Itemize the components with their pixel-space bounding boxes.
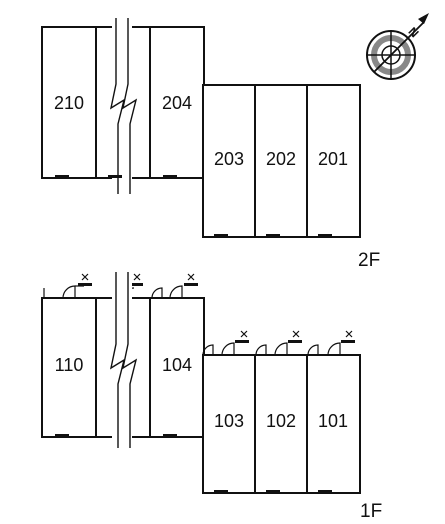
floor-2f: 210 204 203 202 201 2F bbox=[41, 18, 380, 271]
break-symbol bbox=[109, 18, 138, 194]
entrance-door-icon bbox=[62, 273, 92, 299]
floor-1f: 110 104 103 102 101 1F bbox=[41, 272, 382, 522]
room-label-203: 203 bbox=[214, 149, 244, 169]
unit-outline-103 bbox=[202, 354, 256, 494]
unit-outline-102 bbox=[254, 354, 308, 494]
room-label-110: 110 bbox=[55, 355, 84, 375]
unit-outline-101 bbox=[306, 354, 361, 494]
room-label-102: 102 bbox=[266, 411, 296, 431]
break-symbol bbox=[109, 272, 138, 448]
floor-label-2f: 2F bbox=[358, 250, 380, 271]
window-marks bbox=[55, 434, 332, 493]
room-label-204: 204 bbox=[162, 93, 192, 113]
room-label-202: 202 bbox=[266, 149, 296, 169]
room-label-210: 210 bbox=[54, 93, 84, 113]
entrance-door-icon bbox=[202, 330, 249, 356]
room-label-201: 201 bbox=[318, 149, 348, 169]
unit-outline-201 bbox=[306, 84, 361, 238]
entrance-door-icon bbox=[151, 273, 198, 299]
unit-outline-110 bbox=[41, 297, 97, 438]
room-label-101: 101 bbox=[318, 411, 348, 431]
unit-outline-202 bbox=[254, 84, 308, 238]
window-marks bbox=[55, 175, 332, 237]
unit-outline-210 bbox=[41, 26, 97, 179]
floor-label-1f: 1F bbox=[360, 501, 382, 522]
room-label-103: 103 bbox=[214, 411, 244, 431]
room-label-104: 104 bbox=[162, 355, 192, 375]
compass-rose-icon: N bbox=[366, 13, 429, 80]
entrance-door-icon bbox=[307, 330, 355, 356]
entrance-door-icon bbox=[255, 330, 302, 356]
